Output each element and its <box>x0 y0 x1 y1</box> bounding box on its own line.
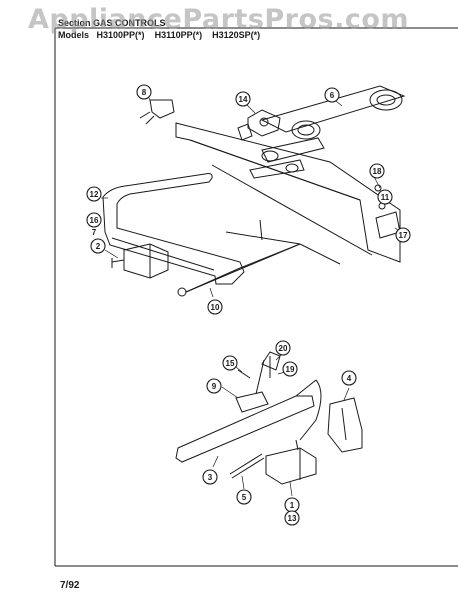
callout-circle-8 <box>136 84 152 100</box>
callout-circle-13 <box>284 510 300 526</box>
callout-label-16: 16 <box>90 216 99 225</box>
wire-harness-part-10 <box>177 219 341 297</box>
callout-label-5: 5 <box>242 493 247 502</box>
callout-circle-2 <box>90 238 106 254</box>
leader-lines <box>101 97 403 497</box>
callout-label-9: 9 <box>212 382 217 391</box>
callout-circle-12 <box>86 186 102 202</box>
control-pipe-part-3 <box>175 379 322 463</box>
callout-circle-14 <box>235 91 251 107</box>
callout-label-14: 14 <box>239 95 248 104</box>
callout-circle-18 <box>369 163 385 179</box>
callout-labels: 8 14 6 12 16 7 2 18 11 17 10 15 20 19 9 … <box>90 88 408 523</box>
callout-circle-4 <box>341 370 357 386</box>
burner-assembly-part-6 <box>249 85 406 179</box>
callout-label-20: 20 <box>279 344 288 353</box>
burner-mounting-bracket <box>175 122 401 263</box>
callout-markers <box>86 84 411 526</box>
callout-circle-9 <box>206 378 222 394</box>
safety-valve-part-20 <box>261 351 281 378</box>
callout-label-3: 3 <box>208 473 213 482</box>
bracket-part-4 <box>327 397 363 453</box>
callout-label-1: 1 <box>290 501 295 510</box>
callout-circle-20 <box>275 340 291 356</box>
models-line: Models H3100PP(*) H3110PP(*) H3120SP(*) <box>58 30 260 40</box>
model-3: H3120SP(*) <box>212 30 261 40</box>
valve-part-14 <box>237 109 281 141</box>
callout-label-18: 18 <box>373 167 382 176</box>
model-1: H3100PP(*) <box>96 30 145 40</box>
callout-label-12: 12 <box>90 190 99 199</box>
callout-circle-17 <box>395 227 411 243</box>
bracket-part-9 <box>235 359 269 413</box>
callout-circle-15 <box>222 355 238 371</box>
valve-part-2 <box>111 243 169 279</box>
callout-circle-5 <box>236 489 252 505</box>
screw-part-15 <box>237 369 251 379</box>
callout-circle-19 <box>282 361 298 377</box>
callout-label-6: 6 <box>330 91 335 100</box>
callout-circle-10 <box>207 299 223 315</box>
callout-label-7: 7 <box>92 228 97 237</box>
callout-label-19: 19 <box>286 365 295 374</box>
model-2: H3110PP(*) <box>154 30 203 40</box>
callout-circle-11 <box>377 189 393 205</box>
callout-circle-6 <box>324 87 340 103</box>
screw-part-5 <box>229 453 265 479</box>
section-label: Section GAS CONTROLS <box>58 18 166 28</box>
igniter-part-8 <box>139 99 175 125</box>
callout-label-8: 8 <box>142 88 147 97</box>
models-label: Models <box>58 30 90 40</box>
section-value: GAS CONTROLS <box>93 18 166 28</box>
callout-label-4: 4 <box>347 374 352 383</box>
callout-label-2: 2 <box>96 242 101 251</box>
callout-label-11: 11 <box>381 193 390 202</box>
callout-label-15: 15 <box>226 359 235 368</box>
callout-circle-3 <box>202 469 218 485</box>
watermark-text: AppliancePartsPros.com <box>28 4 410 35</box>
callout-label-13: 13 <box>288 514 297 523</box>
manifold-pipe-part-12 <box>102 173 245 285</box>
footer-date: 7/92 <box>60 580 80 591</box>
callout-label-17: 17 <box>399 231 408 240</box>
callout-label-10: 10 <box>211 303 220 312</box>
callout-circle-16 <box>86 212 102 228</box>
thermostat-part-1 <box>265 439 317 485</box>
